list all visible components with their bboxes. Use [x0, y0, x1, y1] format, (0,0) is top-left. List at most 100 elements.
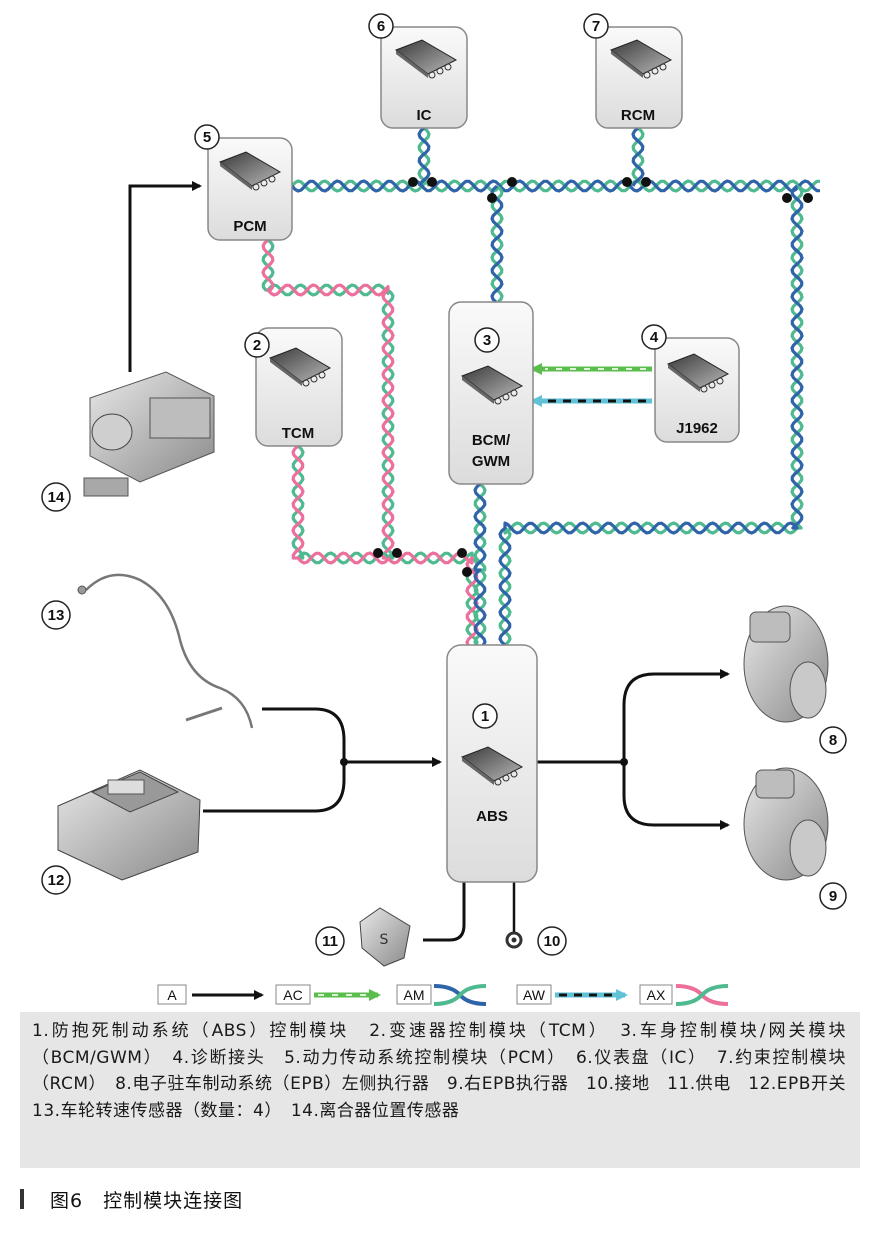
- figure-title: 图6 控制模块连接图: [20, 1186, 243, 1212]
- svg-text:AC: AC: [283, 987, 302, 1003]
- rcm-bus-wire: [631, 126, 645, 187]
- pcm-to-abs-wire: [261, 238, 479, 646]
- callout-5: 5: [194, 124, 220, 150]
- svg-text:9: 9: [829, 888, 837, 905]
- hs-can-backbone-wire: [290, 179, 820, 193]
- junction-dot: [620, 758, 628, 766]
- svg-text:4: 4: [650, 329, 659, 346]
- bus-junction-dot: [392, 548, 402, 558]
- chip-icon: [218, 151, 282, 191]
- callout-7: 7: [583, 13, 609, 39]
- module-j1962: J1962: [654, 337, 740, 443]
- callout-12: 12: [41, 865, 71, 895]
- bus-junction-dot: [427, 177, 437, 187]
- callout-14: 14: [41, 482, 71, 512]
- bus-junction-dot: [782, 193, 792, 203]
- rcm-bus-wire: [631, 126, 645, 187]
- bcm-to-abs-wire: [473, 482, 487, 646]
- clutch-position-sensor-illustration: [83, 371, 215, 497]
- power-supply-line: [423, 880, 466, 942]
- svg-text:8: 8: [829, 732, 837, 749]
- svg-text:AM: AM: [404, 987, 425, 1003]
- svg-text:A: A: [167, 987, 177, 1003]
- bus-junction-dot: [487, 193, 497, 203]
- legend-ax: AX: [639, 984, 729, 1006]
- caption-box: 1.防抱死制动系统（ABS）控制模块 2.变速器控制模块（TCM） 3.车身控制…: [20, 1012, 864, 1168]
- svg-text:AX: AX: [647, 987, 666, 1003]
- power-fuse-illustration: S: [359, 907, 411, 967]
- legend-am: AM: [396, 984, 487, 1006]
- tcm-bus-wire: [291, 444, 390, 565]
- legend-aw: AW: [516, 984, 628, 1005]
- svg-text:AW: AW: [523, 987, 546, 1003]
- callout-8: 8: [819, 726, 847, 754]
- bus-junction-dot: [373, 548, 383, 558]
- bus-junction-dot: [641, 177, 651, 187]
- callout-2: 2: [244, 332, 270, 358]
- svg-text:10: 10: [544, 933, 561, 950]
- caption-text: 1.防抱死制动系统（ABS）控制模块 2.变速器控制模块（TCM） 3.车身控制…: [32, 1021, 864, 1121]
- bus-junction-dot: [408, 177, 418, 187]
- right-epb-actuator-illustration: [743, 767, 829, 881]
- ic-bus-wire: [417, 126, 431, 187]
- bcm-label-line1: BCM/: [472, 432, 511, 449]
- chip-icon: [666, 353, 730, 393]
- ic-label: IC: [417, 107, 432, 124]
- signal-lines: [128, 181, 730, 942]
- diagnostic-arrows: [530, 363, 652, 407]
- callout-4: 4: [641, 324, 667, 350]
- bus-junction-dot: [622, 177, 632, 187]
- clutch-sensor-to-pcm-line: [128, 181, 202, 372]
- callout-3: 3: [474, 327, 500, 353]
- figure-title-text: 图6 控制模块连接图: [50, 1189, 244, 1212]
- connection-diagram: PCM IC RCM TCM: [41, 13, 847, 1006]
- svg-text:1: 1: [481, 708, 489, 725]
- bcm-upper-bus-wire: [490, 184, 504, 304]
- callout-10: 10: [537, 926, 567, 956]
- abs-label: ABS: [476, 808, 508, 825]
- ic-bus-wire: [417, 126, 431, 187]
- epb-switch-line: [203, 760, 346, 813]
- chip-icon: [394, 39, 458, 79]
- backbone-to-abs-wire: [498, 184, 804, 647]
- callout-1: 1: [472, 703, 498, 729]
- to-left-actuator-line: [622, 669, 730, 762]
- to-right-actuator-line: [622, 762, 730, 830]
- wheel-sensor-line: [262, 707, 346, 760]
- bus-junction-dot: [457, 548, 467, 558]
- svg-text:S: S: [380, 932, 389, 948]
- wheel-speed-sensor-illustration: [77, 573, 254, 729]
- chip-icon: [460, 365, 524, 405]
- module-rcm: RCM: [595, 26, 683, 129]
- module-abs: ABS: [446, 644, 538, 883]
- module-tcm: TCM: [255, 327, 343, 447]
- callouts: 1 2 3 4 5 6 7 8 9 10 11 12 13 14: [41, 13, 847, 956]
- backbone-to-abs-wire: [498, 184, 804, 647]
- junction-dot: [340, 758, 348, 766]
- bus-junction-dot: [803, 193, 813, 203]
- module-bcm-gwm: BCM/ GWM: [448, 301, 534, 485]
- callout-6: 6: [368, 13, 394, 39]
- bus-junction-dot: [462, 567, 472, 577]
- legend-ac: AC: [275, 984, 381, 1005]
- svg-text:5: 5: [203, 129, 211, 146]
- title-bar: [20, 1189, 24, 1209]
- svg-text:3: 3: [483, 332, 491, 349]
- svg-text:7: 7: [592, 18, 600, 35]
- svg-text:13: 13: [48, 607, 65, 624]
- tcm-label: TCM: [282, 425, 315, 442]
- bcm-label-line2: GWM: [472, 453, 510, 470]
- chip-icon: [460, 746, 524, 786]
- hs-can-backbone-wire: [290, 179, 820, 193]
- tcm-bus-wire: [291, 444, 390, 565]
- svg-text:2: 2: [253, 337, 261, 354]
- rcm-label: RCM: [621, 107, 655, 124]
- pcm-label: PCM: [233, 218, 266, 235]
- bus-junction-dot: [507, 177, 517, 187]
- j1962-label: J1962: [676, 420, 718, 437]
- svg-text:14: 14: [48, 489, 65, 506]
- chip-icon: [268, 347, 332, 387]
- module-pcm: PCM: [207, 137, 293, 241]
- epb-switch-illustration: [57, 769, 201, 881]
- svg-text:11: 11: [322, 933, 338, 950]
